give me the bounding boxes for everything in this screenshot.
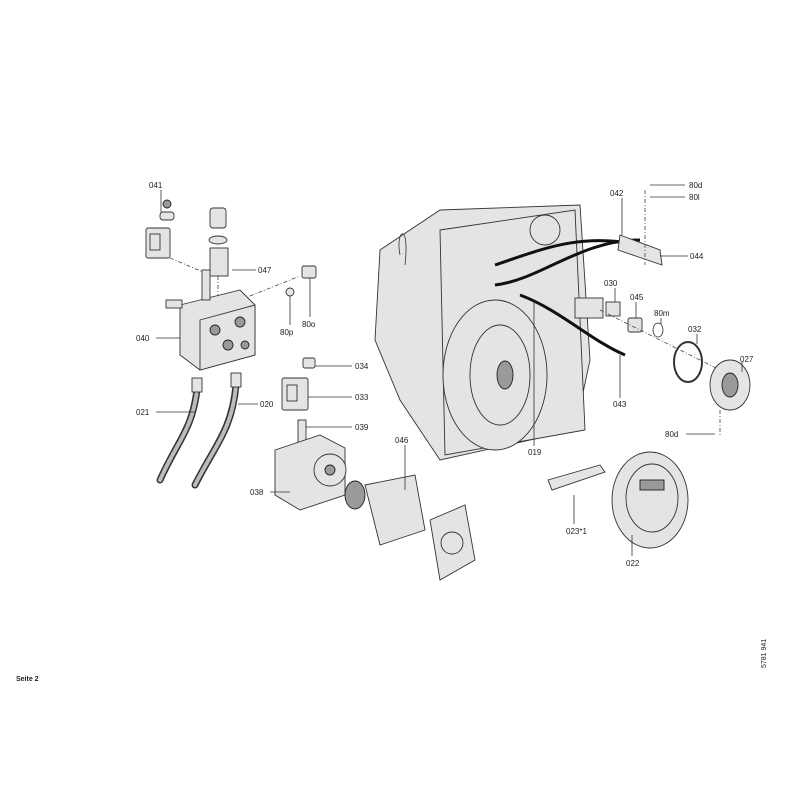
oil-pump-040 — [165, 269, 256, 371]
part-label-032: 032 — [688, 325, 702, 334]
solenoid-coil-041 — [145, 199, 211, 276]
nozzle-assembly-030 — [574, 297, 621, 319]
oil-pump-038 — [274, 419, 347, 511]
solenoid-033-034 — [281, 357, 316, 411]
part-label-80p: 80p — [280, 328, 294, 337]
part-label-044: 044 — [690, 252, 704, 261]
part-label-80d-lower: 80d — [665, 430, 678, 439]
part-label-80o: 80o — [302, 320, 316, 329]
part-label-039: 039 — [355, 423, 369, 432]
part-label-034: 034 — [355, 362, 369, 371]
electrode-044 — [617, 234, 663, 266]
part-label-033: 033 — [355, 393, 369, 402]
leader-lines — [156, 184, 743, 556]
part-label-043: 043 — [613, 400, 627, 409]
part-label-80l: 80l — [689, 193, 700, 202]
part-label-027: 027 — [740, 355, 754, 364]
part-label-019: 019 — [528, 448, 542, 457]
part-label-020: 020 — [260, 400, 274, 409]
part-label-022: 022 — [626, 559, 640, 568]
coupling-gasket-046 — [344, 474, 476, 581]
part-label-030: 030 — [604, 279, 618, 288]
part-label-045: 045 — [630, 293, 644, 302]
page-label: Seite 2 — [16, 676, 39, 683]
nozzle-045 — [599, 309, 741, 383]
cover-022-023 — [547, 451, 689, 549]
part-label-023: 023*1 — [566, 527, 587, 536]
filter-047 — [208, 207, 229, 296]
document-number: 5781 941 — [761, 639, 768, 668]
part-label-038: 038 — [250, 488, 264, 497]
part-label-047: 047 — [258, 266, 272, 275]
part-label-80m: 80m — [654, 309, 670, 318]
part-label-021: 021 — [136, 408, 150, 417]
part-label-046: 046 — [395, 436, 409, 445]
part-label-042: 042 — [610, 189, 624, 198]
blower-wheel-019 — [442, 299, 548, 451]
baffle-027 — [644, 190, 751, 435]
part-label-041: 041 — [149, 181, 163, 190]
part-label-80d: 80d — [689, 181, 702, 190]
part-label-040: 040 — [136, 334, 150, 343]
oil-hoses-020-021 — [156, 372, 242, 489]
